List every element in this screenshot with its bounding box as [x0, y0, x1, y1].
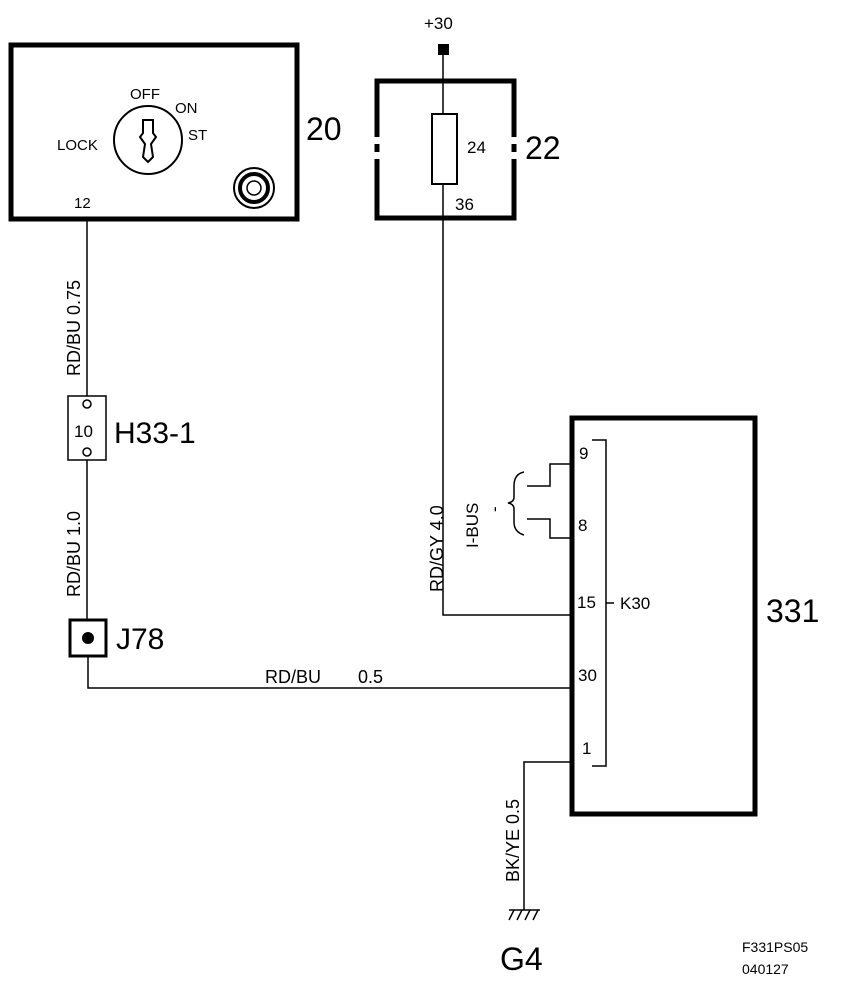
supply-terminal [438, 44, 449, 55]
module-pin-30: 30 [578, 666, 597, 685]
switch-pos-on: ON [175, 100, 198, 117]
control-module: 9 8 15 30 1 K30 331 [569, 415, 819, 817]
connector-ref: H33-1 [114, 417, 196, 450]
fuse-pin: 36 [455, 195, 474, 214]
ground-symbol [508, 909, 540, 921]
wire-label-5: BK/YE 0.5 [503, 799, 523, 882]
ibus-label: I-BUS [463, 503, 482, 548]
module-pin-15: 15 [577, 593, 596, 612]
wire-label-2: RD/BU 1.0 [64, 511, 84, 597]
connector-pin: 10 [74, 422, 93, 441]
key-cylinder [113, 105, 183, 175]
switch-pos-st: ST [188, 127, 207, 144]
ignition-switch: LOCK OFF ON ST 12 20 [8, 42, 342, 222]
junction-j78: J78 [68, 618, 164, 658]
wires [86, 55, 572, 910]
module-pin-9: 9 [579, 444, 588, 463]
module-terminal-label: K30 [620, 594, 650, 613]
wire-label-1: RD/BU 0.75 [64, 280, 84, 376]
drawing-code: F331PS05 [742, 939, 808, 955]
switch-pin: 12 [74, 195, 91, 212]
fuse-element [431, 113, 458, 185]
wire-label-3-size: 0.5 [358, 667, 383, 687]
key-icon [138, 119, 158, 164]
ground-ref: G4 [500, 941, 543, 977]
connector-h33-1: 10 H33-1 [67, 395, 196, 461]
drawing-date: 040127 [742, 961, 789, 977]
wire-label-4: RD/GY 4.0 [427, 505, 447, 592]
ibus-sign: - [485, 506, 504, 512]
fuse-value: 24 [467, 138, 486, 157]
ignition-switch-ref: 20 [306, 111, 342, 147]
lamp-icon [233, 167, 275, 209]
junction-ref: J78 [116, 623, 164, 656]
module-pin-8: 8 [578, 516, 587, 535]
switch-pos-off: OFF [130, 86, 160, 103]
supply-label: +30 [424, 14, 453, 33]
fuse-ref: 22 [525, 130, 561, 166]
switch-pos-lock: LOCK [57, 137, 98, 154]
module-pin-1: 1 [582, 739, 591, 758]
fuse-box: 24 36 22 [372, 78, 561, 221]
module-ref: 331 [766, 593, 819, 629]
wire-label-3-color: RD/BU [265, 667, 321, 687]
ibus-bracket: I-BUS - [463, 463, 572, 548]
